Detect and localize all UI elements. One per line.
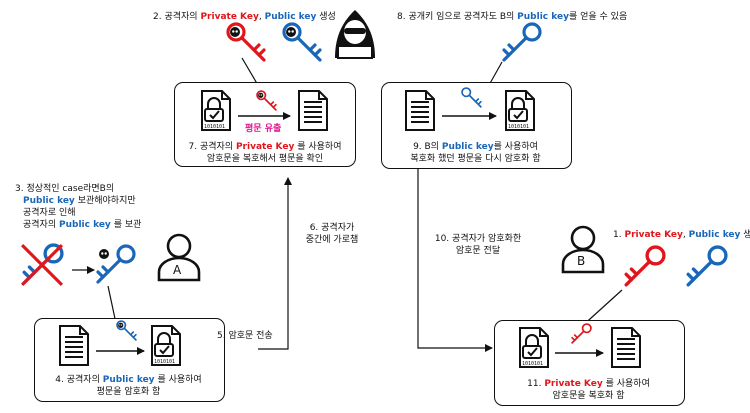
step3-line3: 공격자로 인해 <box>23 208 76 218</box>
b-public-key-crossed-icon <box>20 243 64 287</box>
plaintext-document-icon-2 <box>405 90 435 131</box>
step10-line1: 10. 공격자가 암호화한 <box>434 234 522 244</box>
plaintext-leak-label: 평문 유출 <box>245 124 282 134</box>
step4-head: 4. 공격자의 <box>55 375 100 385</box>
step10-label: 10. 공격자가 암호화한 암호문 전달 <box>428 233 528 257</box>
step7-label: 7. 공격자의 Private Key 를 사용하여 암호문을 복호해서 평문을… <box>176 141 354 165</box>
encrypted-document-icon-3 <box>151 325 181 366</box>
step4-tail: 를 사용하여 <box>157 375 202 385</box>
step10-line2: 암호문 전달 <box>455 246 501 256</box>
step2-public-key-text: Public key <box>264 12 317 22</box>
step3-line4-tail: 를 보관 <box>113 220 142 230</box>
step1-sep: , <box>682 230 686 240</box>
step3-label: 3. 정상적인 case라면B의 Public key 보관해야하지만 공격자로… <box>15 183 141 231</box>
step3-public-key-text: Public key <box>23 196 75 206</box>
step7-private-key-text: Private Key <box>235 142 295 152</box>
attacker-private-key-icon <box>226 22 266 62</box>
attacker-public-key-icon <box>282 22 322 62</box>
step3-line4-head: 공격자의 <box>23 220 57 230</box>
step7-tail: 를 사용하여 <box>297 142 342 152</box>
step4-label: 4. 공격자의 Public key 를 사용하여 평문을 암호화 함 <box>34 374 223 398</box>
encrypt-arrow-2 <box>96 347 145 355</box>
step6-line1: 6. 공격자가 <box>309 223 355 233</box>
step9-head: 9. B의 <box>413 142 439 152</box>
step8-head: 8. 공개키 임으로 공격자도 B의 <box>397 12 515 22</box>
step1-num: 1. <box>613 230 622 240</box>
step4-line2: 평문을 암호화 함 <box>96 387 161 397</box>
step9-public-key-text: Public key <box>441 142 494 152</box>
step11-tail: 를 사용하여 <box>605 379 650 389</box>
plaintext-document-icon-3 <box>59 325 89 366</box>
step2-prefix: 2. 공격자의 <box>153 12 198 22</box>
step6-line2: 중간에 가로챔 <box>305 235 359 245</box>
encrypt-arrow <box>442 112 497 120</box>
step6-label: 6. 공격자가 중간에 가로챔 <box>292 222 372 246</box>
plaintext-document-icon <box>298 90 328 131</box>
step3-attacker-public-key-text: Public key <box>59 220 111 230</box>
step9-tail: 를 사용하여 <box>493 142 538 152</box>
step2-tail: 생성 <box>319 12 336 22</box>
user-b-label: B <box>577 254 586 268</box>
attacker-public-key-held-icon <box>96 244 136 284</box>
b-private-key-icon <box>624 245 666 287</box>
step4-public-key-text: Public key <box>102 375 155 385</box>
step2-sep: , <box>258 12 262 22</box>
step8-tail: 를 얻을 수 있음 <box>568 12 628 22</box>
step8-label: 8. 공개키 임으로 공격자도 B의 Public key를 얻을 수 있음 <box>397 11 627 23</box>
replace-arrow <box>72 266 95 274</box>
attacker-public-key-small-icon <box>116 320 137 341</box>
step1-public-key-text: Public key <box>688 230 741 240</box>
b-public-key-icon-stolen <box>502 22 542 62</box>
b-public-key-icon <box>686 245 728 287</box>
step11-private-key-text: Private Key <box>544 379 603 389</box>
step1-private-key-text: Private Key <box>624 230 683 240</box>
plaintext-document-icon-4 <box>611 327 641 368</box>
step11-head: 11. <box>527 379 542 389</box>
user-a-label: A <box>173 263 182 277</box>
step7-head: 7. 공격자의 <box>188 142 234 152</box>
hacker-icon <box>335 10 375 59</box>
attacker-private-key-small-icon <box>256 90 277 111</box>
step9-label: 9. B의 Public key를 사용하여 복호화 했던 평문을 다시 암호화… <box>381 141 570 165</box>
step5-label: 5. 암호문 전송 <box>217 331 273 341</box>
encrypted-document-icon-2 <box>505 90 535 131</box>
step8-public-key-text: Public key <box>517 12 569 22</box>
step9-line2: 복호화 했던 평문을 다시 암호화 함 <box>410 154 541 164</box>
b-public-key-small-icon <box>461 87 482 108</box>
step1-tail: 생성 <box>743 230 750 240</box>
encrypted-document-icon <box>201 90 231 131</box>
step2-label: 2. 공격자의 Private Key, Public key 생성 <box>153 11 336 23</box>
step3-line1: 3. 정상적인 case라면B의 <box>15 184 115 194</box>
step3-line2-tail: 보관해야하지만 <box>77 196 136 206</box>
step11-label: 11. Private Key 를 사용하여 암호문을 복호화 함 <box>494 378 683 402</box>
b-private-key-small-icon <box>571 323 592 344</box>
step1-label: 1. Private Key, Public key 생성 <box>613 229 750 241</box>
decrypt-arrow-2 <box>555 349 604 357</box>
step2-private-key-text: Private Key <box>200 12 259 22</box>
encrypted-document-icon-4 <box>519 327 549 368</box>
step7-line2: 암호문을 복호해서 평문을 확인 <box>206 154 324 164</box>
step11-line2: 암호문을 복호화 함 <box>552 391 625 401</box>
decrypt-arrow <box>238 112 291 120</box>
